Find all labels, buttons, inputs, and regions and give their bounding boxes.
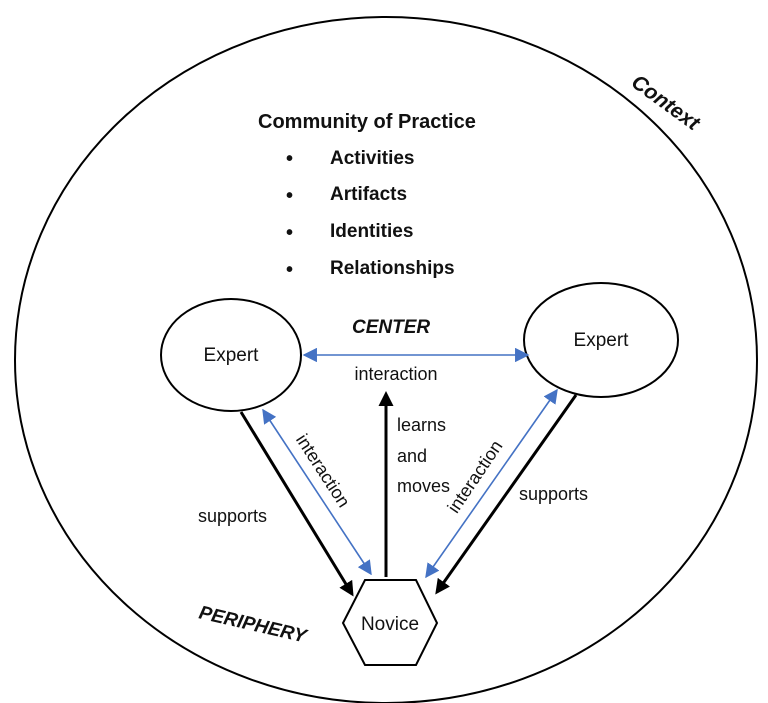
bullet-marker: • — [286, 259, 293, 281]
context-boundary — [14, 16, 758, 703]
context-label: Context — [627, 70, 705, 135]
bullet-marker: • — [286, 148, 293, 170]
diagram-title: Community of Practice — [258, 111, 476, 133]
expert-right-label: Expert — [574, 330, 630, 351]
novice-node — [341, 579, 439, 666]
novice-label: Novice — [361, 614, 419, 635]
interaction-left-label: interaction — [292, 430, 354, 511]
supports-right-label: supports — [519, 484, 588, 504]
bullet-item: Artifacts — [330, 184, 407, 205]
learns-label: learns — [397, 415, 446, 435]
bullet-list: • Activities • Artifacts • Identities • … — [286, 148, 455, 281]
bullet-item: Activities — [330, 148, 414, 169]
supports-left-label: supports — [198, 506, 267, 526]
interaction-arrow-left — [262, 408, 372, 576]
expert-left-label: Expert — [204, 345, 260, 366]
interaction-top-label: interaction — [354, 364, 437, 384]
bullet-item: Identities — [330, 221, 413, 242]
and-label: and — [397, 446, 427, 466]
bullet-marker: • — [286, 222, 293, 244]
expert-left-node — [160, 298, 302, 412]
periphery-label: PERIPHERY — [197, 602, 311, 648]
expert-right-node — [523, 282, 679, 398]
interaction-arrow-right — [425, 388, 558, 579]
center-label: CENTER — [352, 317, 430, 338]
moves-label: moves — [397, 476, 450, 496]
bullet-item: Relationships — [330, 258, 455, 279]
bullet-marker: • — [286, 185, 293, 207]
